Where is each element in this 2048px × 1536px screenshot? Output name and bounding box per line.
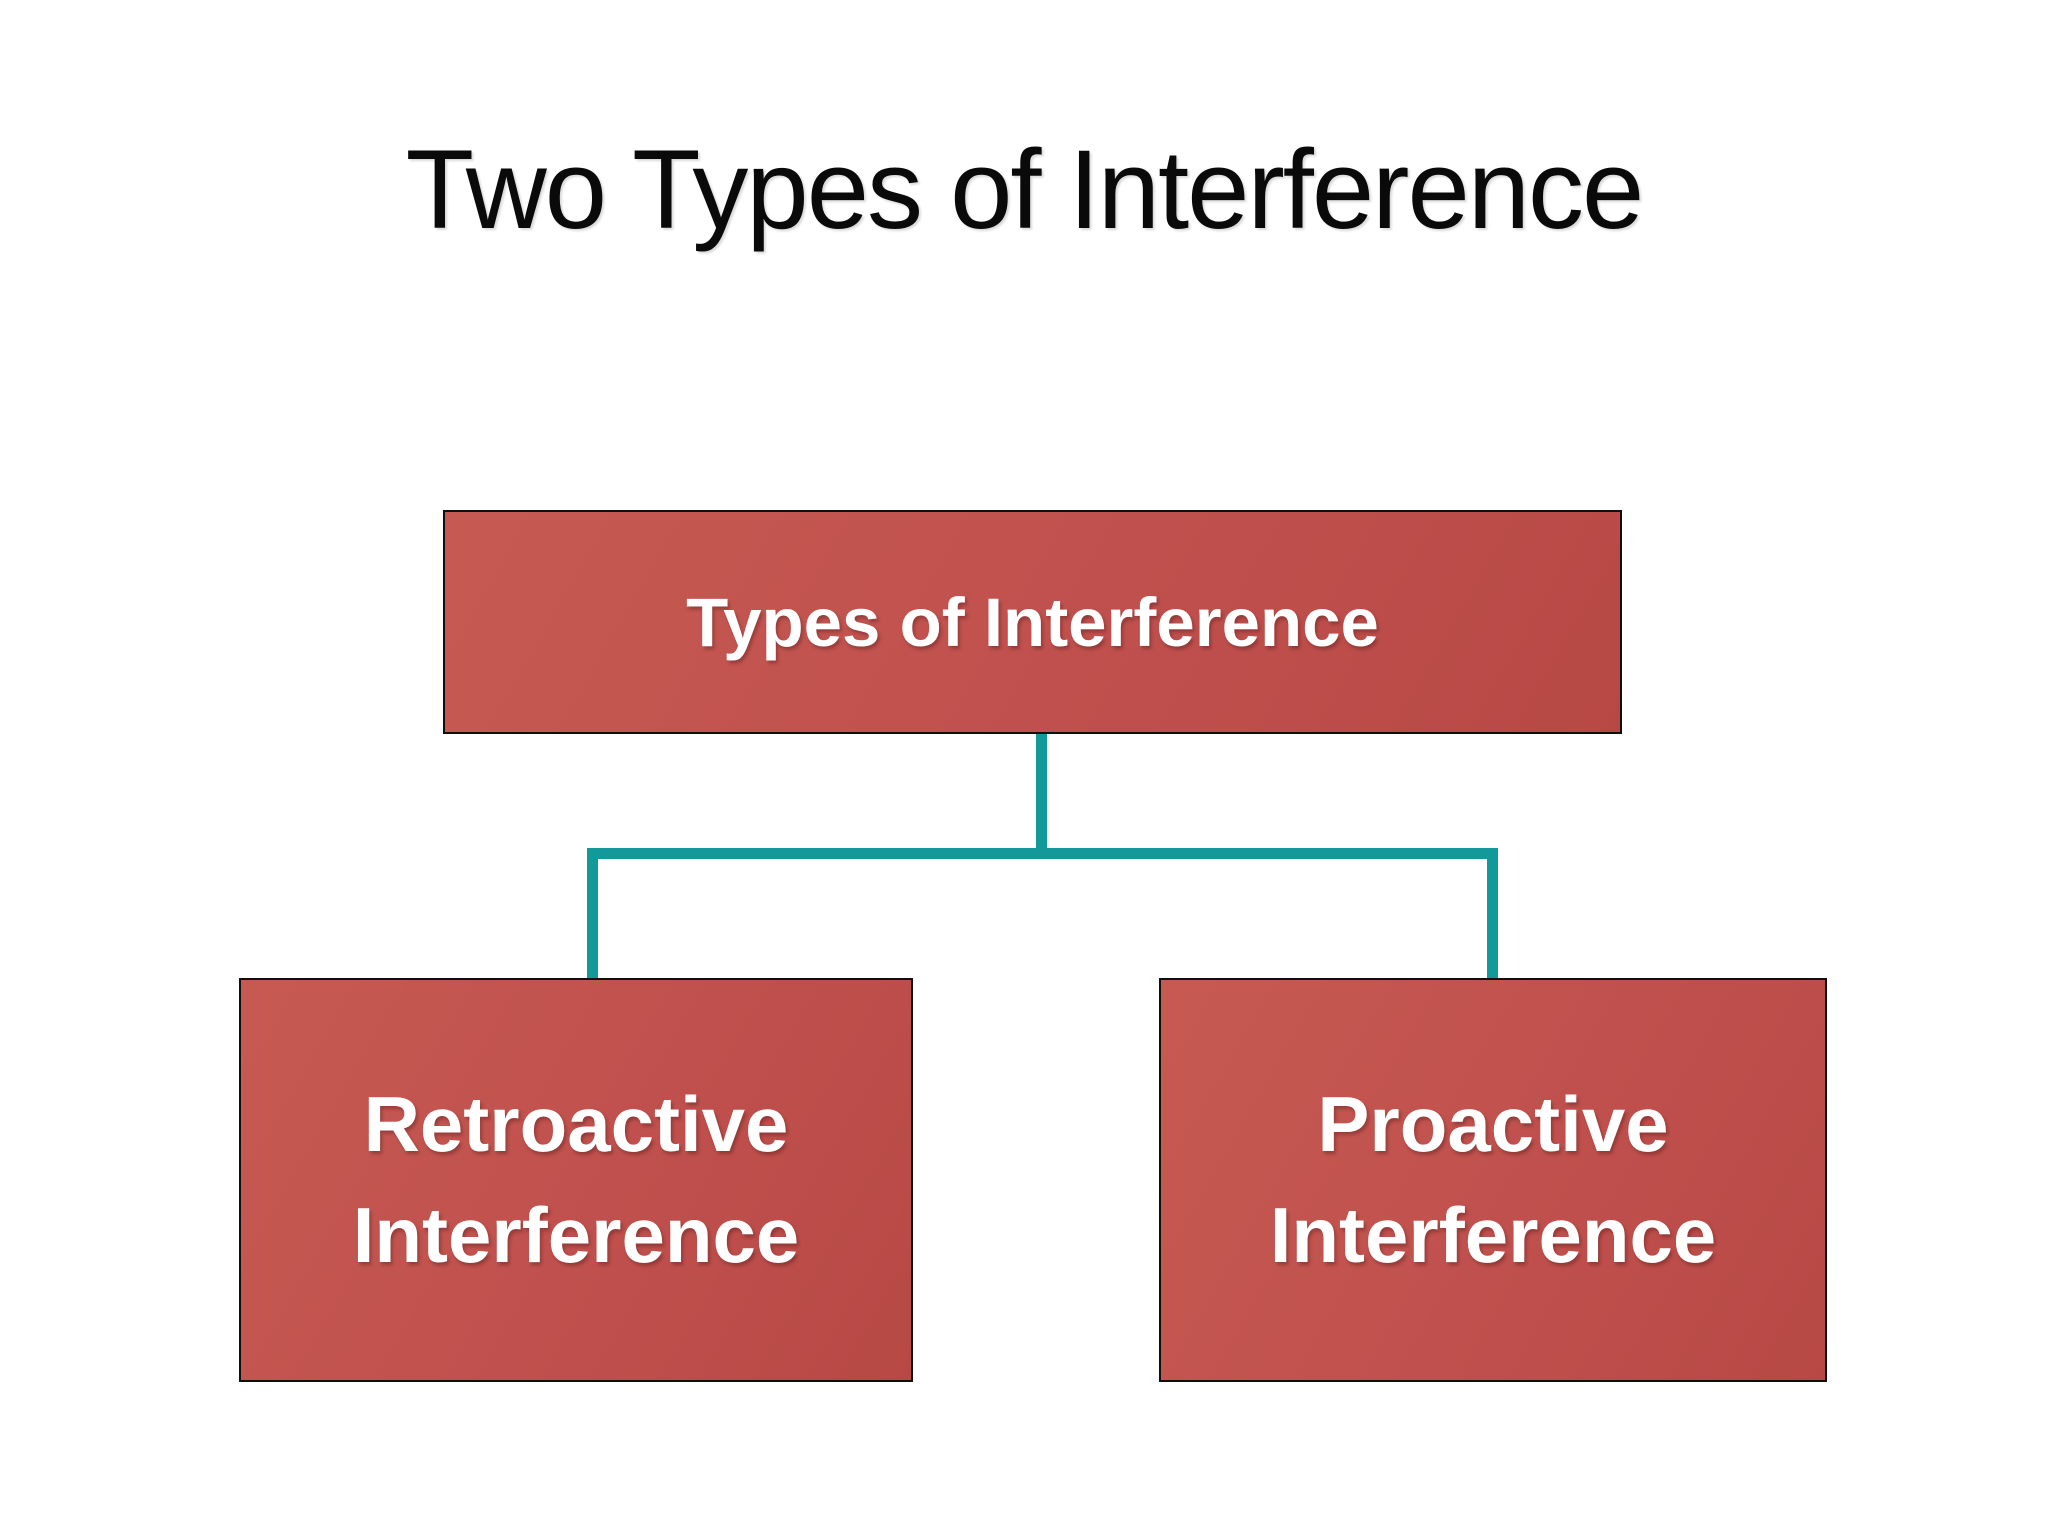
node-types-of-interference-label: Types of Interference (686, 583, 1379, 661)
node-proactive-interference: Proactive Interference (1159, 978, 1827, 1382)
connector-drop-right (1487, 848, 1498, 980)
connector-stem (1036, 734, 1047, 859)
node-retroactive-interference: Retroactive Interference (239, 978, 913, 1382)
node-types-of-interference: Types of Interference (443, 510, 1622, 734)
node-proactive-interference-label: Proactive Interference (1269, 1080, 1717, 1279)
node-retroactive-interference-label: Retroactive Interference (352, 1080, 800, 1279)
connector-drop-left (587, 848, 598, 980)
connector-crossbar (587, 848, 1498, 859)
slide-title: Two Types of Interference (405, 127, 1645, 252)
